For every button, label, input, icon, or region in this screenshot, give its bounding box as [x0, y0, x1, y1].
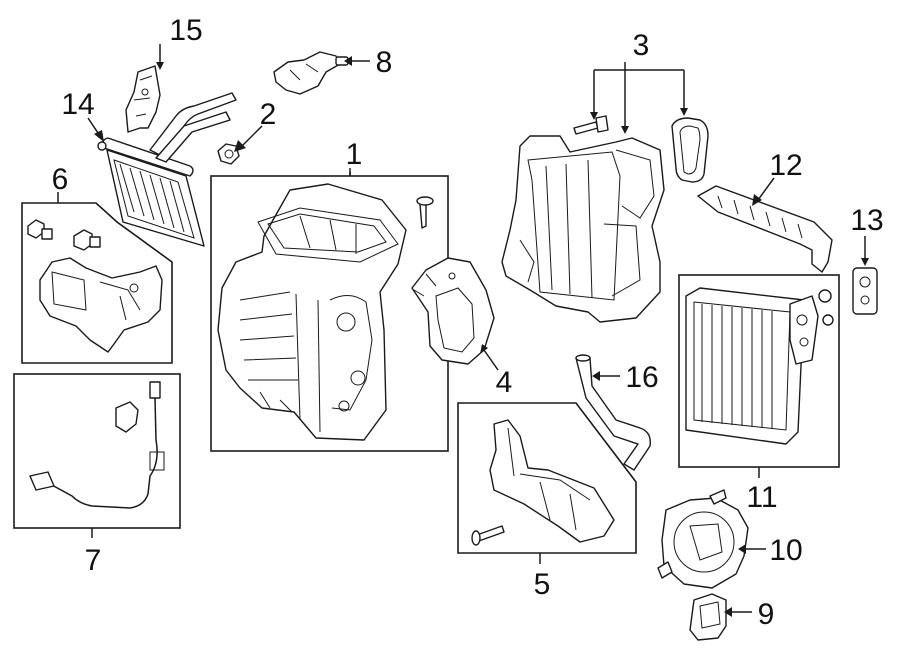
leader-lines — [57, 44, 869, 617]
resistor-part-9 — [689, 593, 727, 641]
duct-part-4 — [411, 257, 495, 365]
callout-10: 10 — [769, 534, 802, 567]
expansion-valve-part-13 — [852, 267, 878, 315]
drain-hose-part-16 — [575, 354, 651, 471]
bracket-part-15 — [125, 65, 161, 133]
callout-11: 11 — [746, 481, 777, 514]
callout-16: 16 — [625, 361, 658, 394]
hvac-housing-part-1 — [217, 183, 434, 441]
evaporator-case-part-3 — [501, 115, 709, 323]
callout-1: 1 — [346, 138, 363, 171]
callout-5: 5 — [534, 568, 551, 601]
callout-2: 2 — [260, 98, 277, 131]
callout-7: 7 — [85, 544, 102, 577]
duct-strip-part-12 — [697, 185, 833, 273]
group-frame-6 — [21, 202, 173, 364]
callout-6: 6 — [52, 163, 69, 196]
heater-core-part-14 — [97, 92, 237, 247]
callout-3: 3 — [633, 29, 650, 62]
callout-12: 12 — [769, 149, 802, 182]
callout-14: 14 — [61, 88, 94, 121]
actuator-part-8 — [273, 51, 349, 95]
group-frame-7 — [13, 373, 181, 529]
callout-9: 9 — [758, 598, 775, 631]
callout-13: 13 — [850, 204, 883, 237]
callout-8: 8 — [376, 46, 393, 79]
bracket-assembly-part-6 — [27, 219, 163, 353]
group-frame-5 — [457, 402, 637, 554]
nut-part-2 — [217, 143, 240, 165]
duct-part-5 — [471, 419, 615, 546]
callout-4: 4 — [496, 366, 513, 399]
evaporator-core-part-11 — [685, 287, 834, 445]
blower-motor-part-10 — [657, 489, 749, 589]
callout-15: 15 — [169, 14, 202, 47]
wiring-part-7 — [29, 381, 165, 509]
